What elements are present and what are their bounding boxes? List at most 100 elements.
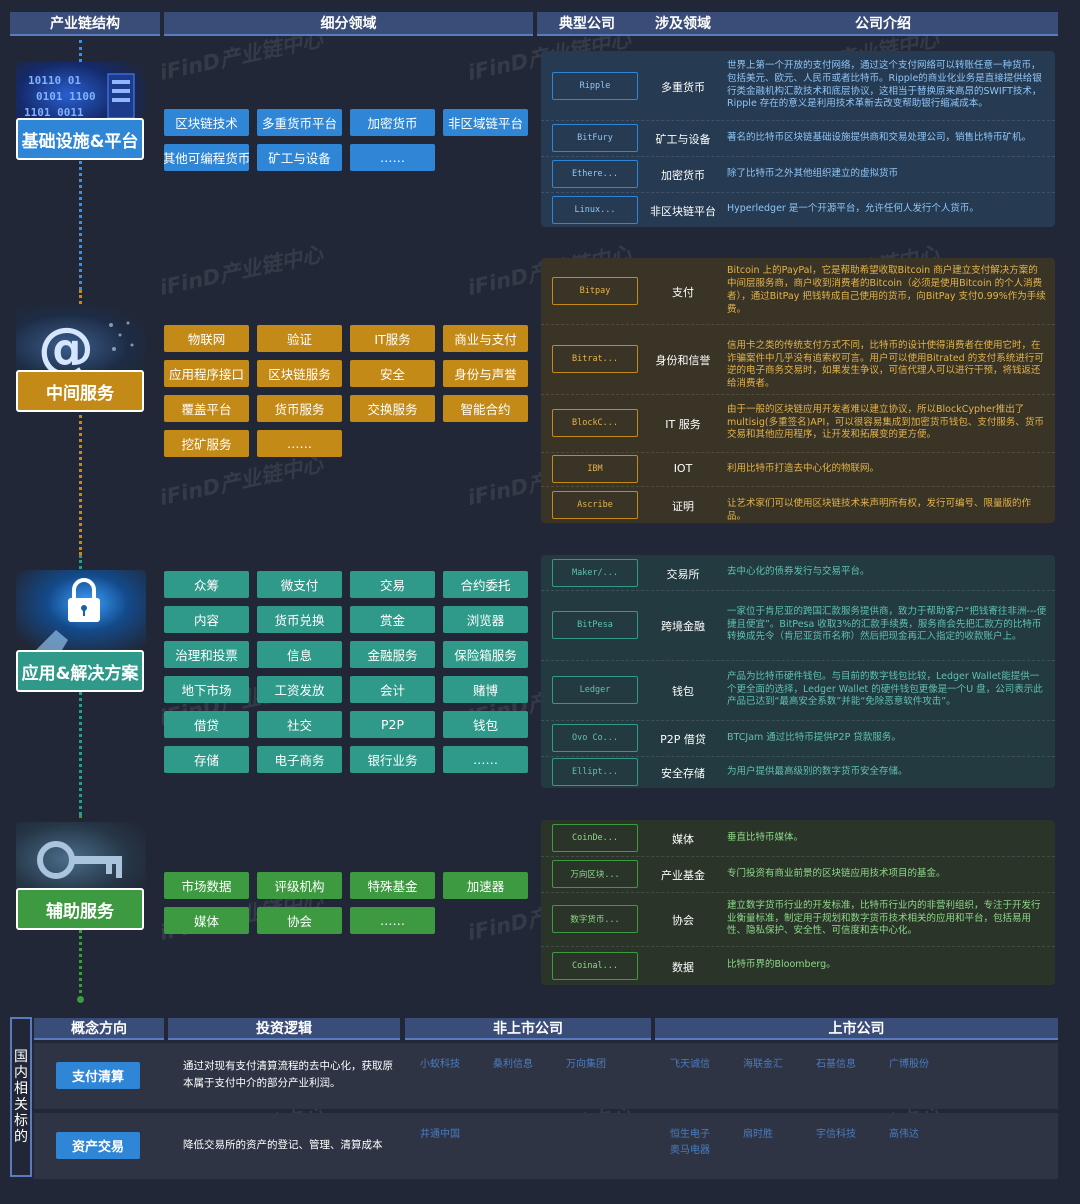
segment-tag[interactable]: 物联网 (164, 325, 249, 352)
segment-tag[interactable]: 内容 (164, 606, 249, 633)
segment-tag[interactable]: 覆盖平台 (164, 395, 249, 422)
segment-tag[interactable]: …… (257, 430, 342, 457)
segment-tag[interactable]: 协会 (257, 907, 342, 934)
segment-tag[interactable]: 特殊基金 (350, 872, 435, 899)
company-name-box[interactable]: BlockC... (552, 409, 638, 437)
company-name-box[interactable]: Coinal... (552, 951, 638, 980)
segment-tag[interactable]: 治理和投票 (164, 641, 249, 668)
company-field: 交易所 (666, 567, 700, 581)
segment-tag[interactable]: …… (443, 746, 528, 773)
segment-tag[interactable]: 赌博 (443, 676, 528, 703)
company-name-box[interactable]: Ripple (552, 71, 638, 100)
segment-tag[interactable]: 保险箱服务 (443, 641, 528, 668)
company-name-box[interactable]: CoinDe... (552, 824, 638, 852)
listed-company[interactable]: 广博股份 (889, 1059, 929, 1070)
unlisted-company[interactable]: 桑利信息 (493, 1059, 533, 1070)
segment-tag[interactable]: 货币服务 (257, 395, 342, 422)
company-row: CoinDe...媒体垂直比特币媒体。 (541, 820, 1055, 856)
company-description: 专门投资有商业前景的区块链应用技术项目的基金。 (727, 867, 946, 879)
row-divider (541, 892, 1055, 893)
segment-tag[interactable]: 地下市场 (164, 676, 249, 703)
segment-tag[interactable]: 身份与声誉 (443, 360, 528, 387)
segment-tag[interactable]: 多重货币平台 (257, 109, 342, 136)
segment-tag[interactable]: 其他可编程货币 (164, 144, 249, 171)
concept-button-asset[interactable]: 资产交易 (56, 1132, 140, 1159)
header-structure: 产业链结构 (10, 12, 160, 36)
segment-tag[interactable]: P2P (350, 711, 435, 738)
segment-tag[interactable]: 金融服务 (350, 641, 435, 668)
segment-tag[interactable]: 区块链技术 (164, 109, 249, 136)
company-description: 让艺术家们可以使用区块链技术来声明所有权，发行可编号、限量版的作品。 (727, 498, 1032, 522)
company-name-box[interactable]: Linux... (552, 195, 638, 224)
listed-company[interactable]: 宇信科技 (816, 1129, 856, 1140)
segment-tag[interactable]: 交易 (350, 571, 435, 598)
company-name-box[interactable]: Maker/... (552, 558, 638, 587)
segment-tag[interactable]: 赏金 (350, 606, 435, 633)
company-name-box[interactable]: Ethere... (552, 160, 638, 188)
company-name-box[interactable]: Ledger (552, 676, 638, 704)
concept-button-payment[interactable]: 支付清算 (56, 1062, 140, 1089)
segment-tag[interactable]: 存储 (164, 746, 249, 773)
segment-tag[interactable]: 加密货币 (350, 109, 435, 136)
company-name-box[interactable]: 数字货币... (552, 905, 638, 933)
segment-tag[interactable]: 浏览器 (443, 606, 528, 633)
segment-tag[interactable]: 微支付 (257, 571, 342, 598)
segment-tag[interactable]: 货币兑换 (257, 606, 342, 633)
segment-tag[interactable]: 交换服务 (350, 395, 435, 422)
segment-tag[interactable]: 信息 (257, 641, 342, 668)
segment-tag[interactable]: 区块链服务 (257, 360, 342, 387)
company-name-box[interactable]: BitPesa (552, 611, 638, 639)
company-description: BTCJam 通过比特币提供P2P 贷款服务。 (727, 731, 901, 743)
segment-tag[interactable]: 应用程序接口 (164, 360, 249, 387)
segment-tag[interactable]: …… (350, 144, 435, 171)
company-name-box[interactable]: Ovo Co... (552, 724, 638, 752)
segment-tag[interactable]: 社交 (257, 711, 342, 738)
listed-company[interactable]: 飞天诚信 (670, 1059, 710, 1070)
segment-tag[interactable]: 众筹 (164, 571, 249, 598)
segment-tag[interactable]: IT服务 (350, 325, 435, 352)
company-name-box[interactable]: 万向区块... (552, 860, 638, 888)
segment-tag[interactable]: 验证 (257, 325, 342, 352)
bottom-header-unlisted: 非上市公司 (405, 1018, 651, 1040)
company-row: Coinal...数据比特币界的Bloomberg。 (541, 946, 1055, 985)
segment-tag[interactable]: 加速器 (443, 872, 528, 899)
unlisted-company[interactable]: 小蚁科技 (420, 1059, 460, 1070)
segment-tag[interactable]: 工资发放 (257, 676, 342, 703)
row-divider (541, 486, 1055, 487)
segment-tag[interactable]: 电子商务 (257, 746, 342, 773)
segment-tag[interactable]: 评级机构 (257, 872, 342, 899)
listed-company[interactable]: 扇时胜 (743, 1129, 773, 1140)
company-name-box[interactable]: Bitrat... (552, 345, 638, 373)
company-name-box[interactable]: BitFury (552, 124, 638, 152)
listed-company[interactable]: 奥马电器 (670, 1145, 710, 1156)
segment-tag[interactable]: 矿工与设备 (257, 144, 342, 171)
segment-tag[interactable]: 挖矿服务 (164, 430, 249, 457)
company-name-box[interactable]: Ascribe (552, 490, 638, 519)
segment-tag[interactable]: 商业与支付 (443, 325, 528, 352)
listed-company[interactable]: 石基信息 (816, 1059, 856, 1070)
company-name-box[interactable]: Ellipt... (552, 758, 638, 786)
segment-tag[interactable]: 钱包 (443, 711, 528, 738)
watermark-text: iFinD产业链中心 (157, 451, 326, 510)
segment-tag[interactable]: 合约委托 (443, 571, 528, 598)
segment-tag[interactable]: 非区域链平台 (443, 109, 528, 136)
unlisted-company[interactable]: 井通中国 (420, 1129, 460, 1140)
tag-group-middle: 物联网验证 IT服务商业与支付应用程序接口区块链服务安全身份与声誉覆盖平台货币服务… (164, 325, 528, 457)
svg-text:1101 0011: 1101 0011 (24, 106, 84, 119)
segment-tag[interactable]: 借贷 (164, 711, 249, 738)
company-name-box[interactable]: Bitpay (552, 277, 638, 305)
segment-tag[interactable]: 银行业务 (350, 746, 435, 773)
segment-tag[interactable]: 会计 (350, 676, 435, 703)
company-name-box[interactable]: IBM (552, 455, 638, 483)
segment-tag[interactable]: 智能合约 (443, 395, 528, 422)
segment-tag[interactable]: 媒体 (164, 907, 249, 934)
listed-company[interactable]: 高伟达 (889, 1129, 919, 1140)
unlisted-company[interactable]: 万向集团 (566, 1059, 606, 1070)
listed-company[interactable]: 海联金汇 (743, 1059, 783, 1070)
segment-tag[interactable]: 市场数据 (164, 872, 249, 899)
segment-tag[interactable]: 安全 (350, 360, 435, 387)
segment-tag[interactable]: …… (350, 907, 435, 934)
listed-company[interactable]: 恒生电子 (670, 1129, 710, 1140)
